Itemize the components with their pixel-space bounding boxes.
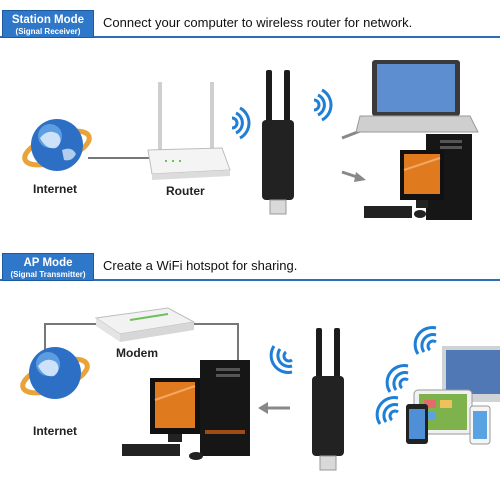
internet-globe-icon [20,347,90,399]
laptop-icon [355,60,479,133]
station-mode-title: Station Mode [11,14,85,26]
ap-mode-badge: AP Mode (Signal Transmitter) [2,253,94,281]
wifi-signal-icon [231,106,251,140]
wifi-adapter-icon [262,70,294,215]
wifi-signal-icon [313,88,333,122]
smartphone-icon [406,404,428,444]
ap-mode-diagram [20,307,500,471]
internet-label: Internet [33,182,78,196]
router-label: Router [166,184,205,198]
wifi-signal-icon [269,345,293,374]
monitor-icon [442,346,500,402]
arrow-head [354,172,366,182]
ethernet-cable [180,323,239,370]
router-icon [147,82,231,180]
ap-mode-section: AP Mode (Signal Transmitter) Create a Wi… [0,240,500,500]
ap-mode-subtitle: (Signal Transmitter) [10,270,86,279]
station-mode-subtitle: (Signal Receiver) [15,27,81,36]
desktop-computer-icon [364,134,472,220]
wifi-adapter-icon [312,328,344,471]
wifi-signal-icon [413,326,437,355]
ap-mode-title: AP Mode [23,257,73,269]
ethernet-cable [44,323,100,360]
arrow-head [258,402,268,414]
station-mode-badge: Station Mode (Signal Receiver) [2,10,94,38]
station-mode-banner: Station Mode (Signal Receiver) Connect y… [0,10,500,40]
wifi-signal-icon [375,396,399,425]
banner-divider [0,36,500,38]
smartphone-icon [469,405,491,445]
internet-globe-icon [22,119,92,171]
station-mode-section: Station Mode (Signal Receiver) Connect y… [0,0,500,240]
wifi-signal-icon [385,364,409,393]
station-mode-diagram [22,60,479,220]
ap-mode-banner: AP Mode (Signal Transmitter) Create a Wi… [0,253,500,283]
station-mode-tagline: Connect your computer to wireless router… [103,15,413,30]
modem-icon [94,307,196,342]
modem-label: Modem [116,346,158,360]
desktop-computer-icon [122,360,250,460]
internet-label: Internet [33,424,78,438]
ap-mode-tagline: Create a WiFi hotspot for sharing. [103,258,298,273]
banner-divider [0,279,500,281]
